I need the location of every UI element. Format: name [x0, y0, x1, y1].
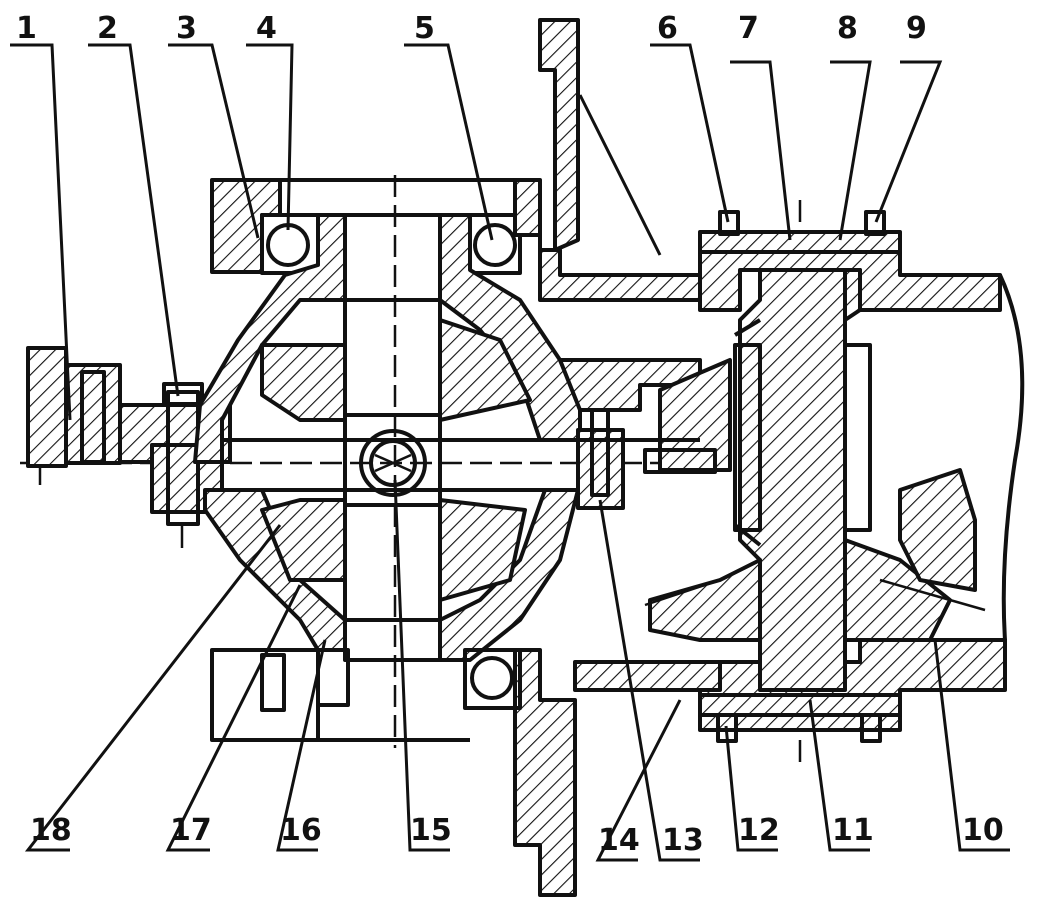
callout-12: 12: [738, 813, 780, 848]
callout-2: 2: [97, 11, 118, 46]
bevel-gears: [644, 468, 986, 642]
callout-8: 8: [837, 11, 858, 46]
callout-15: 15: [410, 813, 452, 848]
callout-16: 16: [280, 813, 322, 848]
left-flange: [26, 346, 122, 485]
lower-left-housing: [210, 648, 470, 742]
callout-3: 3: [176, 11, 197, 46]
upper-bearings: [260, 213, 522, 275]
callout-17: 17: [170, 813, 212, 848]
half-shaft-bore: [343, 213, 442, 662]
drive-flange: [513, 18, 722, 897]
callout-7: 7: [738, 11, 759, 46]
side-gears: [260, 318, 532, 602]
right-connection: [558, 358, 732, 474]
callout-14: 14: [598, 823, 640, 858]
callout-18: 18: [30, 813, 72, 848]
differential-case: [193, 213, 582, 662]
lower-bearings: [316, 648, 522, 710]
callout-6: 6: [657, 11, 678, 46]
callout-10: 10: [962, 813, 1004, 848]
callout-13: 13: [662, 823, 704, 858]
covers-and-bolts: [698, 210, 902, 743]
callout-11: 11: [832, 813, 874, 848]
callout-4: 4: [256, 11, 277, 46]
leader-lines: [10, 43, 1010, 862]
callout-5: 5: [414, 11, 435, 46]
callout-9: 9: [906, 11, 927, 46]
callout-labels: 1 2 3 4 5 6 7 8 9 10 11 12 13 14 15 16 1…: [16, 11, 1004, 858]
callout-1: 1: [16, 11, 37, 46]
